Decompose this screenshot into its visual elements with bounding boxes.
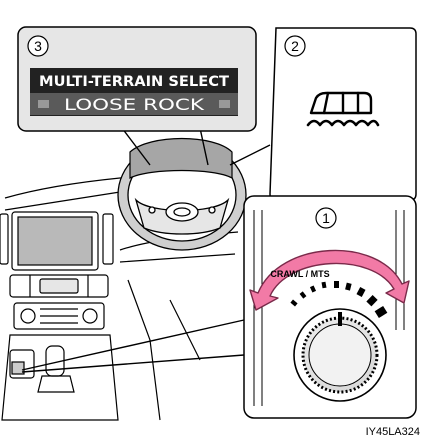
center-screen xyxy=(18,217,92,265)
mts-selector-dial xyxy=(294,309,386,401)
dial-indicator xyxy=(338,312,342,326)
figure-code: IY45LA324 xyxy=(366,426,420,438)
callout-1-number: 1 xyxy=(322,210,330,226)
dial-label: CRAWL / MTS xyxy=(270,269,329,279)
display-mode: LOOSE ROCK xyxy=(64,95,205,114)
callout-2-number: 2 xyxy=(291,38,299,54)
display-title: MULTI-TERRAIN SELECT xyxy=(39,74,229,90)
callout-3-number: 3 xyxy=(34,38,42,54)
